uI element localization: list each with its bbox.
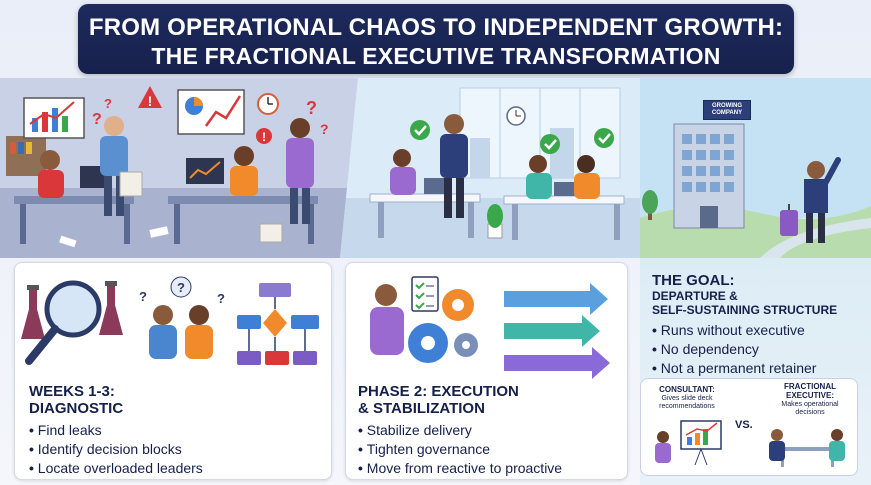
consultant-description-line-1: Gives slide deck [661, 395, 713, 402]
goal-departure-illustration: GROWING COMPANY [640, 78, 871, 258]
check-icon-3 [594, 128, 614, 148]
svg-text:?: ? [320, 121, 329, 137]
title-line-2: THE FRACTIONAL EXECUTIVE TRANSFORMATION [151, 43, 721, 69]
goal-subtitle: DEPARTURE & SELF-SUSTAINING STRUCTURE [652, 289, 837, 317]
diagnostic-bullet-list: Find leaks Identify decision blocks Loca… [29, 421, 203, 478]
executive-with-gear-figure [370, 284, 404, 355]
confused-people-icon: ? ? ? [139, 276, 225, 359]
overwhelmed-worker-figure [230, 146, 258, 196]
diagnostic-bullet: Locate overloaded leaders [29, 459, 203, 478]
fractional-executive-label: FRACTIONAL EXECUTIVE: [765, 382, 855, 400]
goal-subtitle-line-2: SELF-SUSTAINING STRUCTURE [652, 303, 838, 317]
goal-bullet: Runs without executive [652, 321, 816, 340]
svg-text:!: ! [148, 93, 153, 109]
client-figure [829, 429, 845, 461]
fractional-label-line-2: EXECUTIVE: [785, 391, 834, 400]
check-icon-2 [540, 134, 560, 154]
clock-icon [506, 106, 526, 126]
office-building-icon [673, 123, 745, 229]
gear-icon-2 [408, 323, 448, 363]
team-member-figure [526, 155, 552, 199]
svg-text:?: ? [217, 291, 225, 306]
team-member-figure-2 [574, 155, 600, 199]
execution-panel: PHASE 2: EXECUTION & STABILIZATION Stabi… [345, 262, 628, 480]
chaos-office-illustration: ! ! ???? [0, 78, 360, 258]
execution-bullet: Move from reactive to proactive [358, 459, 562, 478]
goal-bullet: No dependency [652, 340, 816, 359]
checklist-icon [411, 276, 439, 312]
wall-chart-icon-2 [177, 89, 245, 135]
check-icon [410, 120, 430, 140]
goal-subtitle-line-1: DEPARTURE & [652, 289, 738, 303]
goal-scene-art [640, 78, 871, 258]
consultant-figure [655, 431, 671, 463]
svg-text:?: ? [177, 280, 185, 295]
goal-bullet-list: Runs without executive No dependency Not… [652, 321, 817, 378]
suitcase-icon [780, 204, 798, 236]
goal-title: THE GOAL: [652, 272, 735, 289]
flask-icon [21, 285, 45, 339]
departing-executive-figure [804, 157, 841, 243]
execution-bullet: Tighten governance [358, 440, 562, 459]
flask-icon-2 [99, 281, 123, 335]
stressed-employee-figure [38, 150, 64, 198]
comparison-art [655, 420, 845, 467]
execution-heading-line-2: & STABILIZATION [358, 400, 485, 417]
diagnostic-heading: WEEKS 1-3: DIAGNOSTIC [29, 383, 123, 417]
execution-bullet: Stabilize delivery [358, 421, 562, 440]
fractional-description-line-2: decisions [795, 409, 825, 416]
diagnostic-heading-line-2: DIAGNOSTIC [29, 400, 124, 417]
svg-text:!: ! [262, 130, 266, 144]
chaos-scene-art: ! ! ???? [0, 78, 360, 258]
meeting-table-icon [777, 447, 837, 467]
anxious-woman-figure [286, 118, 314, 224]
fractional-executive-figure [440, 114, 468, 218]
goal-bullet: Not a permanent retainer [652, 359, 817, 378]
execution-bullet-list: Stabilize delivery Tighten governance Mo… [358, 421, 562, 478]
fractional-label-line-1: FRACTIONAL [784, 382, 836, 391]
focused-employee-figure [390, 149, 416, 195]
flowchart-icon [237, 283, 319, 365]
question-mark-icon: ???? [92, 96, 329, 137]
gear-icon-3 [454, 333, 478, 357]
gear-icon [442, 289, 474, 321]
consultant-description: Gives slide deck recommendations [645, 395, 729, 411]
warning-icon-2: ! [256, 128, 272, 144]
diagnostic-heading-line-1: WEEKS 1-3: [29, 383, 115, 400]
svg-text:?: ? [92, 111, 102, 128]
tree-icon [642, 190, 658, 220]
consultant-label: CONSULTANT: [659, 385, 715, 394]
progress-arrows-icon [504, 283, 610, 379]
consultant-vs-executive-box: CONSULTANT: Gives slide deck recommendat… [640, 378, 858, 476]
svg-text:?: ? [104, 96, 112, 111]
diagnostic-panel: ? ? ? WEEKS 1-3: DIAGNOSTIC Find leaks I… [14, 262, 332, 480]
execution-heading-line-1: PHASE 2: EXECUTION [358, 383, 519, 400]
diagnostic-bullet: Identify decision blocks [29, 440, 203, 459]
title-banner: FROM OPERATIONAL CHAOS TO INDEPENDENT GR… [78, 4, 794, 74]
fractional-executive-figure [769, 429, 785, 461]
execution-scene-art [340, 78, 640, 258]
plant-icon [487, 204, 503, 239]
execution-art [370, 276, 610, 379]
magnifying-glass-icon [25, 280, 102, 365]
diagnostic-art: ? ? ? [21, 276, 319, 365]
svg-text:?: ? [139, 289, 147, 304]
clock-icon [257, 93, 279, 115]
diagnostic-bullet: Find leaks [29, 421, 203, 440]
warning-icon: ! [138, 86, 162, 109]
vs-label: VS. [735, 419, 753, 431]
svg-text:?: ? [306, 98, 317, 118]
execution-heading: PHASE 2: EXECUTION & STABILIZATION [358, 383, 519, 417]
presentation-board-icon [680, 420, 722, 466]
fractional-description-line-1: Makes operational [781, 401, 839, 408]
consultant-description-line-2: recommendations [659, 403, 715, 410]
title-line-1: FROM OPERATIONAL CHAOS TO INDEPENDENT GR… [88, 14, 784, 41]
execution-office-illustration [340, 78, 640, 258]
fractional-executive-description: Makes operational decisions [765, 401, 855, 417]
company-sign: GROWING COMPANY [703, 100, 751, 120]
wall-chart-icon [23, 97, 85, 139]
